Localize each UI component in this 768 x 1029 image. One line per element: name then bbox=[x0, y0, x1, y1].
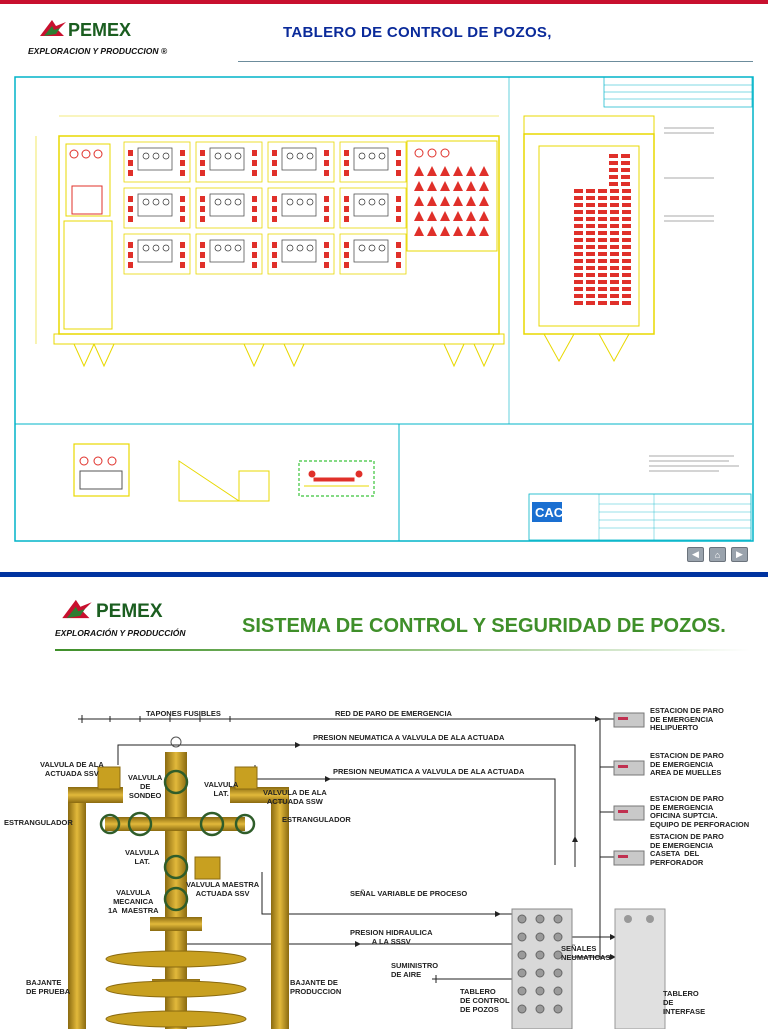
prev-slide-button[interactable]: ◀ bbox=[687, 547, 704, 562]
station-perforador: ESTACION DE PARO DE EMERGENCIA CASETA DE… bbox=[650, 832, 724, 867]
bajante-produccion-label: BAJANTE DE PRODUCCION bbox=[290, 978, 342, 996]
registered-mark: ® bbox=[160, 46, 168, 56]
slide-tablero-control: PEMEX EXPLORACION Y PRODUCCION ® TABLERO… bbox=[0, 0, 768, 562]
tablero-interfase-box bbox=[614, 908, 666, 1029]
cac-logo: CAC bbox=[535, 505, 564, 520]
valvula-maestra-label: VALVULA MAESTRA ACTUADA SSV bbox=[186, 880, 260, 898]
pemex-eagle-icon bbox=[40, 20, 66, 36]
senal-variable-label: SEÑAL VARIABLE DE PROCESO bbox=[350, 889, 468, 898]
title-divider-2 bbox=[55, 649, 750, 651]
station-oficina: ESTACION DE PARO DE EMERGENCIA OFICINA S… bbox=[650, 794, 750, 829]
brand-name: PEMEX bbox=[68, 20, 132, 40]
brand-subtitle-2: EXPLORACIÓN Y PRODUCCIÓN bbox=[55, 628, 186, 638]
wellhead-assembly bbox=[68, 736, 289, 1029]
next-slide-button[interactable]: ▶ bbox=[731, 547, 748, 562]
gauge-modules bbox=[65, 141, 489, 275]
valvula-mecanica-label: VALVULA MECANICA 1A MAESTRA bbox=[108, 888, 159, 915]
side-terminal-grid bbox=[574, 154, 631, 305]
suministro-aire-label: SUMINISTRO DE AIRE bbox=[391, 961, 439, 979]
pemex-eagle-icon bbox=[62, 599, 92, 619]
estrangulador-left-label: ESTRANGULADOR bbox=[4, 818, 73, 827]
valvula-ala-ssv-label: VALVULA DE ALA ACTUADA SSV bbox=[40, 760, 104, 778]
pemex-logo bbox=[38, 16, 68, 45]
slide-title: TABLERO DE CONTROL DE POZOS, bbox=[283, 24, 552, 41]
wellhead-control-diagram bbox=[68, 712, 666, 1029]
tablero-control-label: TABLERO DE CONTROL DE POZOS bbox=[460, 987, 510, 1014]
pemex-logo-2 bbox=[60, 595, 94, 628]
station-muelles: ESTACION DE PARO DE EMERGENCIA AREA DE M… bbox=[650, 751, 724, 777]
slide-title-2: SISTEMA DE CONTROL Y SEGURIDAD DE POZOS. bbox=[242, 615, 726, 637]
presion-neumatica-2-label: PRESION NEUMATICA A VALVULA DE ALA ACTUA… bbox=[333, 767, 525, 776]
slide-sistema-control: PEMEX EXPLORACIÓN Y PRODUCCIÓN SISTEMA D… bbox=[0, 572, 768, 1029]
brand-name-2: PEMEX bbox=[96, 601, 163, 622]
presion-hidraulica-label: PRESION HIDRAULICA A LA SSSV bbox=[350, 928, 433, 946]
control-panel-blueprint: CAC bbox=[14, 76, 754, 542]
red-paro-label: RED DE PARO DE EMERGENCIA bbox=[335, 709, 452, 718]
bajante-prueba-label: BAJANTE DE PRUEBA bbox=[26, 978, 71, 996]
panel-side-view bbox=[523, 133, 655, 335]
brand-subtitle: EXPLORACION Y PRODUCCION bbox=[28, 46, 159, 56]
station-helipuerto: ESTACION DE PARO DE EMERGENCIA HELIPUERT… bbox=[650, 706, 724, 732]
title-divider bbox=[238, 61, 753, 62]
tablero-interfase-label: TABLERO DE INTERFASE bbox=[663, 989, 706, 1016]
valvula-lat-left-label: VALVULA LAT. bbox=[125, 848, 160, 866]
emergency-stations bbox=[613, 712, 645, 866]
tapones-fusibles-label: TAPONES FUSIBLES bbox=[146, 709, 221, 718]
home-button[interactable]: ⌂ bbox=[709, 547, 726, 562]
valvula-sondeo-label: VALVULA DE SONDEO bbox=[128, 773, 163, 800]
senales-neumaticas-label: SEÑALES NEUMATICAS bbox=[561, 944, 611, 962]
cac-logo-box bbox=[532, 502, 562, 522]
detail-gauge-module bbox=[79, 456, 123, 490]
presion-neumatica-1-label: PRESION NEUMATICA A VALVULA DE ALA ACTUA… bbox=[313, 733, 505, 742]
estrangulador-right-label: ESTRANGULADOR bbox=[282, 815, 351, 824]
valvula-lat-right-label: VALVULA LAT. bbox=[204, 780, 239, 798]
valvula-ala-ssw-label: VALVULA DE ALA ACTUADA SSW bbox=[263, 788, 327, 806]
